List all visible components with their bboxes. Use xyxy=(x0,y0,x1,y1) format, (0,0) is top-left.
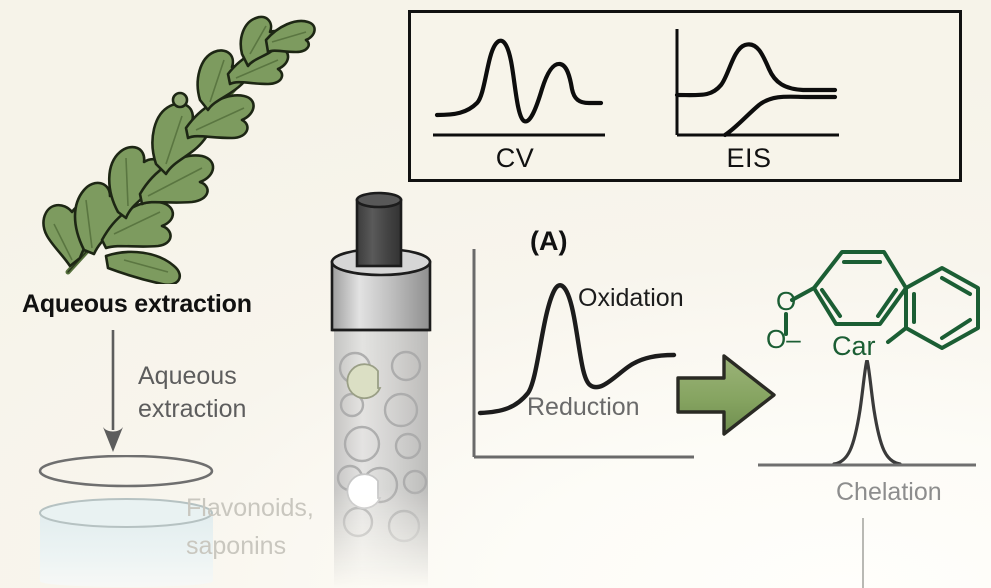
beaker-icon xyxy=(38,455,215,587)
reduction-label: Reduction xyxy=(527,393,640,421)
electrode-probe-icon xyxy=(330,191,432,588)
green-right-arrow-icon xyxy=(676,354,776,436)
panel-a-tag: (A) xyxy=(530,226,568,256)
chelation-stem-line xyxy=(862,518,864,588)
cv-plot-label: CV xyxy=(495,143,535,173)
panel-a-voltammogram xyxy=(472,249,694,459)
molecule-car-label: Car xyxy=(832,331,876,361)
extraction-arrow-caption: Aqueous extraction xyxy=(138,360,308,426)
cv-plot xyxy=(433,38,605,137)
molecule-oxygen-bottom: O– xyxy=(766,324,801,354)
page-title: Aqueous extraction xyxy=(22,290,252,318)
oxidation-label: Oxidation xyxy=(578,284,684,312)
plant-sprig-icon xyxy=(42,15,316,284)
eis-plot-label: EIS xyxy=(726,143,772,173)
chelation-peak-plot xyxy=(758,360,976,467)
eis-plot xyxy=(674,29,839,138)
arrow-caption-line1: Aqueous xyxy=(138,362,237,390)
biphenyl-catechol-structure: O O– xyxy=(766,250,980,354)
method-box: CV EIS xyxy=(408,10,962,182)
solutes-line2: saponins xyxy=(186,532,287,560)
chelation-label: Chelation xyxy=(836,478,942,506)
solutes-caption: Flavonoids, saponins xyxy=(186,489,366,565)
arrow-caption-line2: extraction xyxy=(138,395,247,423)
down-arrow-icon xyxy=(103,330,123,452)
solutes-line1: Flavonoids, xyxy=(186,494,314,522)
molecule-oxygen-top: O xyxy=(776,286,796,316)
